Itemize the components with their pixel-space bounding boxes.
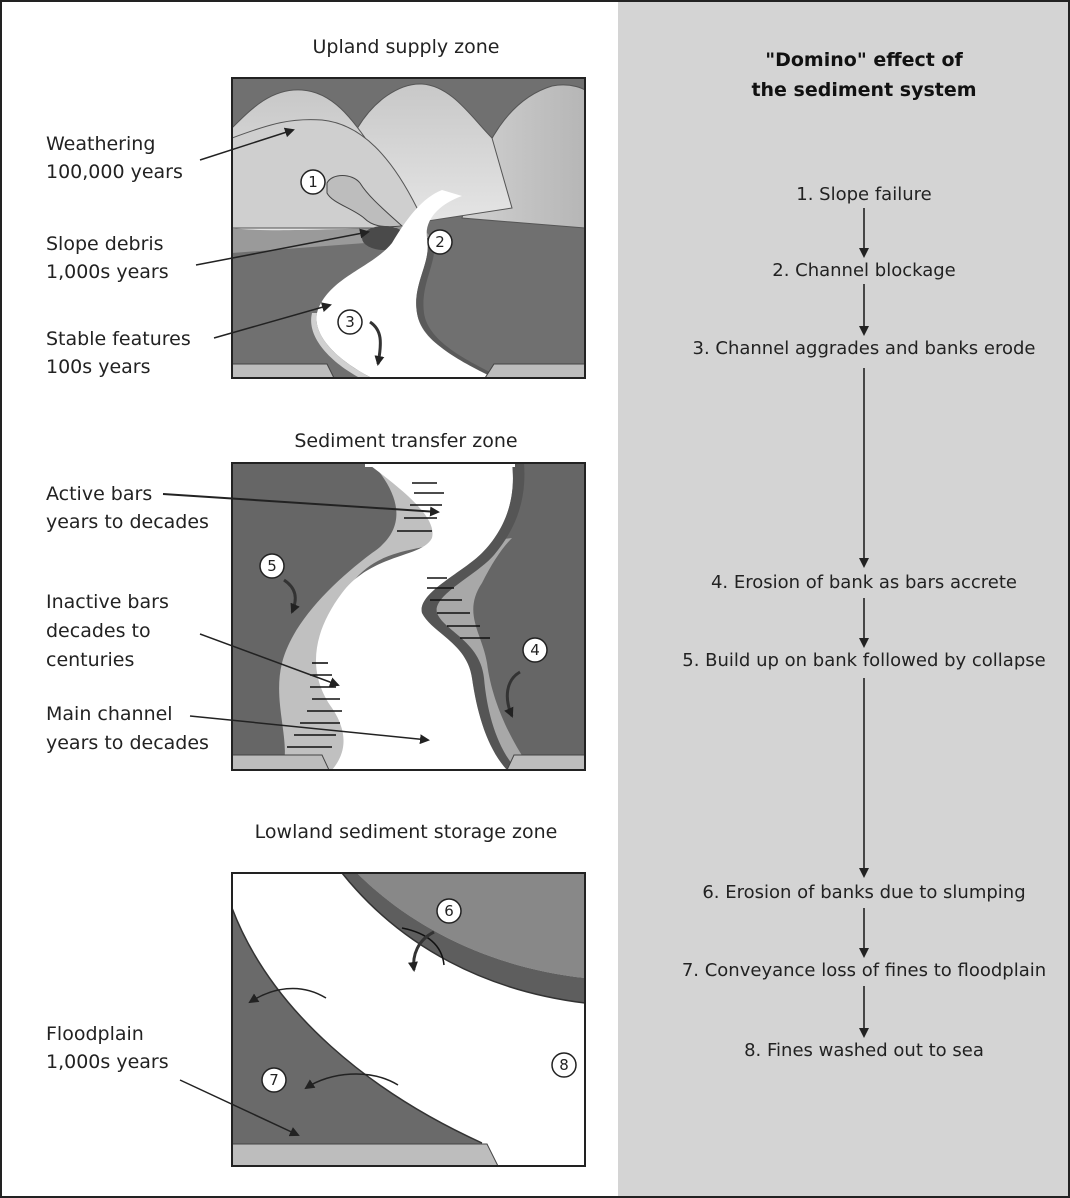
step-4: 4. Erosion of bank as bars accrete xyxy=(711,572,1017,593)
pointer-floodplain xyxy=(179,1079,300,1137)
transfer-zone-title: Sediment transfer zone xyxy=(294,430,517,452)
marker-4: 4 xyxy=(522,637,548,663)
label-floodplain-age: 1,000s years xyxy=(46,1051,169,1073)
label-inactive-bars-age-2: centuries xyxy=(46,649,134,671)
arrow-6-slump xyxy=(407,930,435,972)
svg-text:6: 6 xyxy=(444,902,454,920)
svg-text:7: 7 xyxy=(269,1071,279,1089)
svg-text:2: 2 xyxy=(435,233,445,251)
marker-7: 7 xyxy=(261,1067,287,1093)
label-stable-features-age: 100s years xyxy=(46,356,151,378)
step-8: 8. Fines washed out to sea xyxy=(744,1040,984,1061)
upland-zone-panel xyxy=(231,77,586,379)
pointer-active-bars xyxy=(162,493,440,517)
step-1: 1. Slope failure xyxy=(796,184,931,205)
pointer-inactive-bars xyxy=(199,633,340,687)
right-panel xyxy=(618,2,1068,1196)
arrow-4-erosion xyxy=(504,670,521,718)
marker-3: 3 xyxy=(337,309,363,335)
label-main-channel: Main channel xyxy=(46,703,173,725)
marker-6: 6 xyxy=(436,898,462,924)
lowland-zone-panel xyxy=(231,872,586,1167)
pointer-weathering xyxy=(199,127,295,161)
upland-zone-title: Upland supply zone xyxy=(313,36,500,58)
marker-8: 8 xyxy=(551,1052,577,1078)
domino-title-line1: "Domino" effect of xyxy=(765,49,963,71)
svg-text:8: 8 xyxy=(559,1056,569,1074)
pointer-slope-debris xyxy=(195,228,370,266)
label-slope-debris-age: 1,000s years xyxy=(46,261,169,283)
label-active-bars: Active bars xyxy=(46,483,152,505)
step-5: 5. Build up on bank followed by collapse xyxy=(682,650,1045,671)
arrow-7a-fines xyxy=(248,987,327,1004)
pointer-main-channel xyxy=(189,715,430,745)
label-slope-debris: Slope debris xyxy=(46,233,164,255)
label-main-channel-age: years to decades xyxy=(46,732,209,754)
domino-title-line2: the sediment system xyxy=(751,79,976,101)
label-inactive-bars: Inactive bars xyxy=(46,591,169,613)
svg-text:3: 3 xyxy=(345,313,355,331)
step-3: 3. Channel aggrades and banks erode xyxy=(693,338,1036,359)
marker-1: 1 xyxy=(300,169,326,195)
marker-2: 2 xyxy=(427,229,453,255)
svg-text:4: 4 xyxy=(530,641,540,659)
pointer-stable-features xyxy=(213,302,332,339)
arrow-3-erosion xyxy=(369,320,385,366)
label-active-bars-age: years to decades xyxy=(46,511,209,533)
lowland-zone-title: Lowland sediment storage zone xyxy=(255,821,558,843)
marker-5: 5 xyxy=(259,553,285,579)
label-weathering: Weathering xyxy=(46,133,155,155)
arrow-7b-fines xyxy=(304,1073,399,1090)
step-6: 6. Erosion of banks due to slumping xyxy=(702,882,1025,903)
label-inactive-bars-age-1: decades to xyxy=(46,620,151,642)
label-floodplain: Floodplain xyxy=(46,1023,144,1045)
svg-text:1: 1 xyxy=(308,173,318,191)
step-2: 2. Channel blockage xyxy=(772,260,956,281)
svg-text:5: 5 xyxy=(267,557,277,575)
transfer-zone-panel xyxy=(231,462,586,771)
label-stable-features: Stable features xyxy=(46,328,191,350)
label-weathering-age: 100,000 years xyxy=(46,161,183,183)
step-7: 7. Conveyance loss of fines to floodplai… xyxy=(682,960,1046,981)
arrow-5-collapse xyxy=(283,578,300,614)
